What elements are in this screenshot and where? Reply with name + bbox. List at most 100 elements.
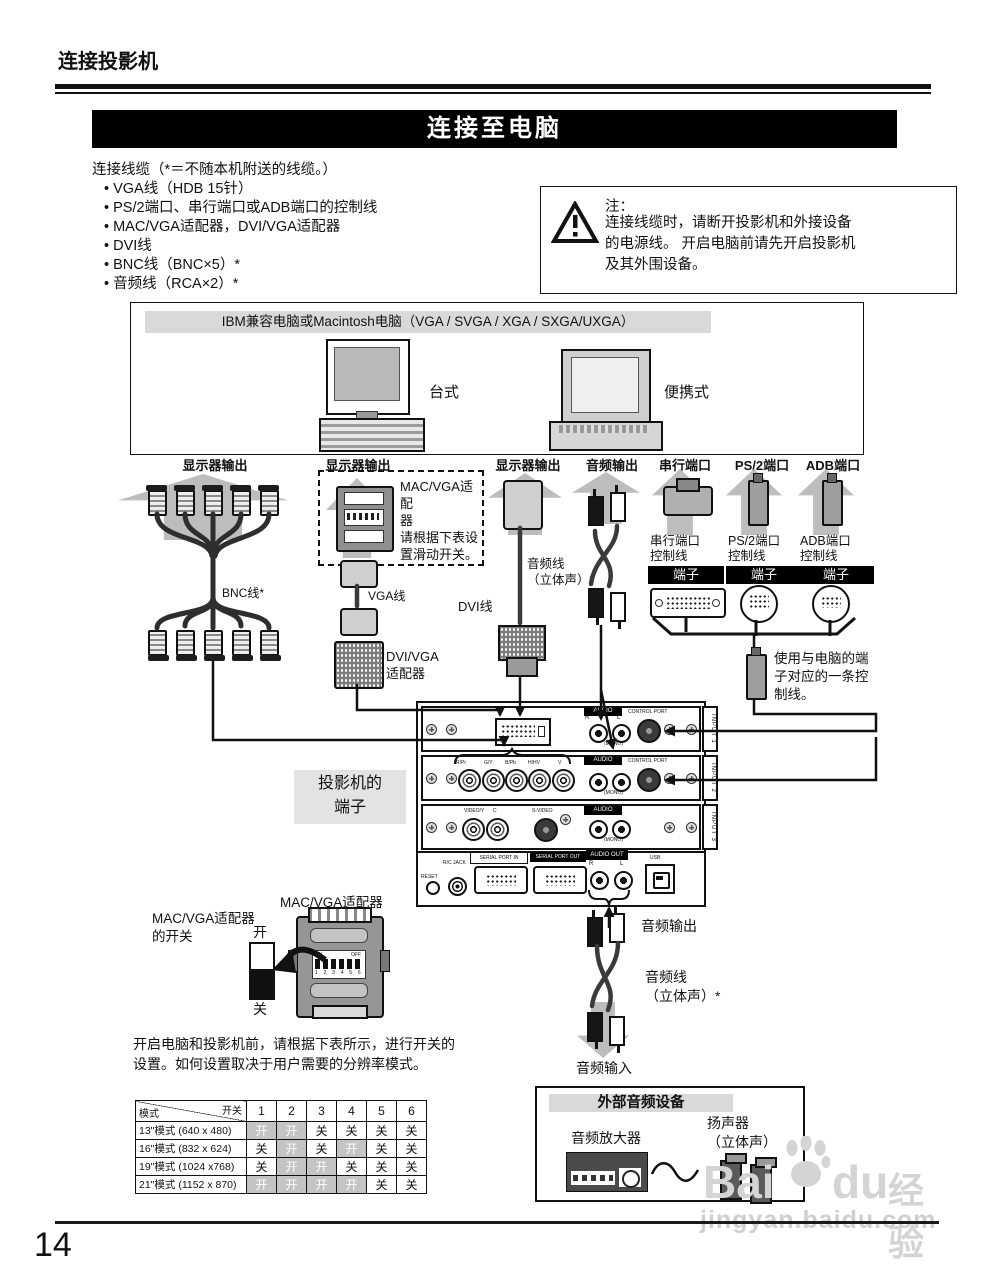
col-header: 1 [246,1100,277,1122]
audio-out-jack [590,871,609,890]
footer-rule [55,1221,939,1224]
audio-input-label: 音频输入 [576,1060,632,1076]
input3-tab: INPUT 3 [702,804,718,850]
note-title: 注： [605,199,634,215]
cable-item: • MAC/VGA适配器，DVI/VGA适配器 [104,219,341,235]
mac-vga-adapter-box: MAC/VGA适配 器 请根据下表设 置滑动开关。 [318,470,484,566]
watermark-brand-cn: 经验 [888,1170,925,1263]
dvi-connector-icon [498,625,546,661]
section-title-banner: 连接至电脑 [92,110,897,148]
screw-icon [686,724,697,735]
bnc-connector-icon [230,485,251,516]
reset-button-icon [426,881,440,895]
control-port-label: CONTROL PORT [628,709,668,715]
video-y-label: VIDEO/Y [464,808,485,814]
bnc-port-icon [528,769,551,792]
control-cable-note: 使用与电脑的端 子对应的一条控 制线。 [774,651,869,702]
footer-note: 开启电脑和投影机前，请根据下表所示，进行开关的 设置。如何设置取决于用户需要的分… [133,1036,455,1072]
screw-icon [426,773,437,784]
dvi-cable-label: DVI线 [458,599,493,614]
rca-connector-icon [609,1016,625,1046]
vga-connector-icon [340,608,378,636]
port-label-adb: ADB端口 [805,458,861,473]
screw-icon [446,773,457,784]
warning-icon [551,201,599,243]
header-rule-thin [55,92,931,94]
bnc-connector-icon [232,630,251,656]
table-row: 21"模式 (1152 x 870) 开 开 开 开 关 关 [135,1175,427,1194]
adb-connector-icon [822,480,843,526]
screw-icon [426,724,437,735]
projector-terminal-label: 投影机的 端子 [294,770,406,824]
rca-connector-icon [588,588,604,618]
reset-label: RESET [421,874,438,880]
cable-list: • VGA线（HDB 15针） • PS/2端口、串行端口或ADB端口的控制线 … [104,180,377,294]
adb-port-icon [812,585,850,623]
bnc-connector-icon [174,485,195,516]
note-box: 注： 连接线缆时，请断开投影机和外接设备 的电源线。 开启电脑前请先开启投影机 … [540,186,957,294]
usb-label: USB [650,855,661,861]
mode-cell: 19"模式 (1024 x768) [135,1157,247,1176]
switch-off-label: 关 [253,1001,267,1017]
control-cable-connector-tip [751,647,761,656]
cable-item: • VGA线（HDB 15针） [104,181,253,197]
bnc-port-icon [462,818,485,841]
bnc-connector-icon [148,630,167,656]
rc-jack-label: R/C JACK [443,860,466,866]
computer-box-header: IBM兼容电脑或Macintosh电脑（VGA / SVGA / XGA / S… [145,311,711,333]
screw-icon [664,773,675,784]
serial-in-port-icon [474,866,528,894]
serial-port-out-label: SERIAL PORT OUT [530,852,586,862]
bnc-port-icon [505,769,528,792]
control-port-label: CONTROL PORT [628,758,668,764]
header-rule-thick [55,84,931,89]
s-video-din [534,818,558,842]
adapter-switch-label: MAC/VGA适配器 的开关 [152,911,255,944]
audio-out-bar: AUDIO OUT [586,850,628,860]
port-label-monitor-out-2: 显示器输出 [325,458,391,473]
paw-icon [786,1136,830,1187]
audio-jack [612,820,631,839]
ps2-control-label: PS/2端口 控制线 [728,534,781,563]
screw-icon [560,814,571,825]
bnc-connector-icon [258,485,279,516]
bnc-label: H/HV [528,760,540,766]
amplifier-label: 音频放大器 [571,1130,641,1146]
screw-icon [686,773,697,784]
audio-out-jack [614,871,633,890]
screw-icon [446,822,457,833]
page-header: 连接投影机 [58,51,158,73]
cable-item: • PS/2端口、串行端口或ADB端口的控制线 [104,200,378,216]
cable-list-intro: 连接线缆（*＝不随本机附送的线缆。） [92,162,337,178]
mono-label: (MONO) [604,837,623,843]
audio-r-label: R [589,861,594,867]
rc-jack-icon [448,877,467,896]
laptop-label: 便携式 [664,384,710,401]
serial-out-port-icon [533,866,587,894]
input2-tab: INPUT 2 [702,755,718,801]
speaker-label: 扬声器 （立体声） [707,1115,777,1150]
audio-l-label: L [620,861,624,867]
usb-port-icon [645,864,675,894]
dip-on-label: ON [315,952,323,958]
db9-port-icon [650,588,726,618]
port-label-audio-out: 音频输出 [585,458,638,473]
bnc-cable-label: BNC线* [222,586,265,600]
ps2-connector-tip [753,473,763,483]
serial-connector-grip [676,478,700,492]
watermark-url: jingyan.baidu.com [700,1206,937,1234]
c-label: C [493,808,497,814]
corner-switch-label: 开关 [222,1106,242,1117]
page-number: 14 [34,1226,72,1264]
mode-cell: 16"模式 (832 x 624) [135,1139,247,1158]
vga-connector-icon [503,480,543,530]
bnc-port-icon [458,769,481,792]
audio-bar: AUDIO [584,806,622,815]
col-header: 2 [276,1100,307,1122]
audio-cable-label-bottom: 音频线 （立体声）* [645,969,721,1004]
cable-item: • 音频线（RCA×2）* [104,276,239,292]
control-port-din [637,719,661,743]
mode-cell: 21"模式 (1152 x 870) [135,1175,247,1194]
watermark-brand-right: du [832,1156,889,1208]
